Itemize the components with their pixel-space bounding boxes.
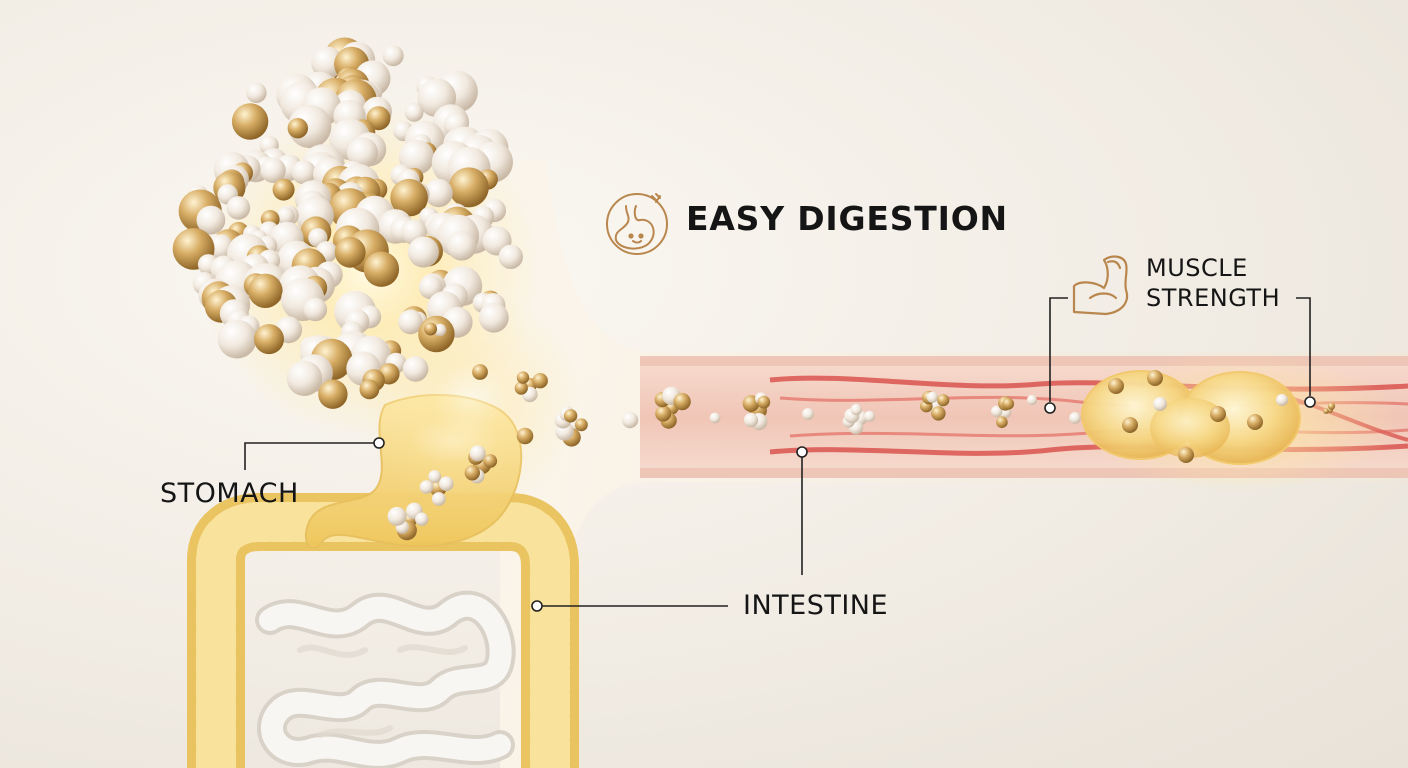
muscle-strength-label: MUSCLE STRENGTH — [1146, 253, 1280, 313]
muscle-leader-left-dot — [1044, 402, 1056, 414]
muscle-leader-left — [1049, 297, 1068, 402]
intestine-leader-dot — [531, 600, 543, 612]
stomach-leader-dot — [373, 437, 385, 449]
white-amino-acid — [446, 231, 477, 261]
white-amino-acid — [207, 234, 234, 260]
white-amino-acid — [291, 160, 316, 185]
peptide-particles — [387, 322, 1336, 541]
gold-amino-acid — [231, 103, 269, 140]
gold-amino-acid — [532, 373, 548, 389]
leader-lines — [244, 297, 1316, 612]
white-amino-acid — [398, 139, 435, 175]
white-amino-acid — [415, 512, 429, 526]
white-amino-acid — [260, 157, 286, 183]
gold-amino-acid — [254, 324, 284, 355]
white-amino-acid — [382, 45, 404, 67]
white-amino-acid — [743, 412, 759, 428]
white-amino-acid — [217, 319, 257, 359]
white-amino-acid — [802, 408, 814, 420]
white-amino-acid — [864, 410, 876, 422]
gold-amino-acid — [363, 251, 400, 287]
gold-amino-acid — [287, 118, 308, 139]
white-amino-acid — [428, 470, 442, 483]
white-amino-acid — [469, 445, 486, 462]
white-amino-acid — [439, 476, 454, 492]
gold-amino-acid — [575, 418, 588, 432]
vessel-leader-dot — [796, 446, 808, 458]
white-amino-acid — [276, 206, 295, 225]
white-amino-acid — [991, 405, 1003, 417]
white-amino-acid — [226, 196, 251, 220]
white-amino-acid — [478, 302, 509, 333]
gold-amino-acid — [516, 371, 530, 384]
gold-amino-acid — [359, 379, 380, 400]
gold-amino-acid — [248, 273, 283, 308]
gold-amino-acid — [673, 392, 691, 411]
gold-amino-acid — [1323, 408, 1329, 414]
white-amino-acid — [398, 309, 423, 335]
stomach-icon — [606, 193, 668, 255]
stomach-leader — [244, 442, 374, 470]
intestine-label: INTESTINE — [743, 590, 889, 621]
flexed-arm-icon — [1072, 255, 1129, 316]
white-amino-acid — [621, 411, 639, 429]
white-amino-acid — [926, 391, 939, 403]
stomach-label: STOMACH — [160, 478, 299, 509]
muscle-cells — [1080, 352, 1400, 492]
gold-amino-acid — [655, 405, 672, 422]
white-amino-acid — [419, 480, 434, 494]
muscle-leader-right-dot — [1304, 396, 1316, 408]
gold-amino-acid — [424, 322, 438, 336]
white-amino-acid — [286, 360, 323, 396]
muscle-label-line2: STRENGTH — [1146, 284, 1281, 312]
gold-amino-acid — [272, 178, 295, 201]
white-amino-acid — [407, 236, 439, 268]
gold-amino-acid — [514, 381, 528, 395]
gold-amino-acid — [516, 427, 534, 445]
white-amino-acid — [387, 506, 407, 526]
white-amino-acid — [246, 82, 267, 104]
white-amino-acid — [311, 46, 344, 79]
gold-amino-acid — [996, 416, 1008, 429]
white-amino-acid — [709, 412, 721, 424]
white-amino-acid — [498, 244, 523, 269]
white-amino-acid — [850, 403, 862, 416]
protein-cluster — [172, 37, 523, 409]
white-amino-acid — [196, 205, 226, 235]
gold-amino-acid — [563, 409, 578, 423]
gold-amino-acid — [1002, 397, 1015, 410]
gold-amino-acid — [483, 454, 498, 468]
white-amino-acid — [303, 297, 328, 322]
gold-amino-acid — [448, 167, 489, 208]
white-amino-acid — [402, 356, 429, 382]
muscle-label-line1: MUSCLE — [1146, 254, 1248, 282]
white-amino-acid — [346, 137, 379, 169]
gold-amino-acid — [464, 465, 480, 481]
white-amino-acid — [1069, 412, 1081, 424]
white-amino-acid — [431, 492, 446, 506]
gold-amino-acid — [937, 394, 950, 407]
gold-amino-acid — [390, 178, 428, 217]
gold-amino-acid — [334, 236, 366, 268]
small-intestine — [255, 590, 516, 768]
muscle-leader-right — [1296, 297, 1311, 396]
gold-amino-acid — [757, 395, 771, 409]
white-amino-acid — [424, 178, 453, 208]
white-amino-acid — [1026, 394, 1038, 406]
gold-amino-acid — [931, 406, 946, 421]
gold-amino-acid — [472, 364, 488, 380]
gold-amino-acid — [318, 379, 348, 409]
white-amino-acid — [404, 103, 424, 122]
easy-digestion-label: EASY DIGESTION — [686, 199, 1008, 238]
white-amino-acid — [433, 323, 447, 337]
gold-amino-acid — [1327, 402, 1336, 410]
